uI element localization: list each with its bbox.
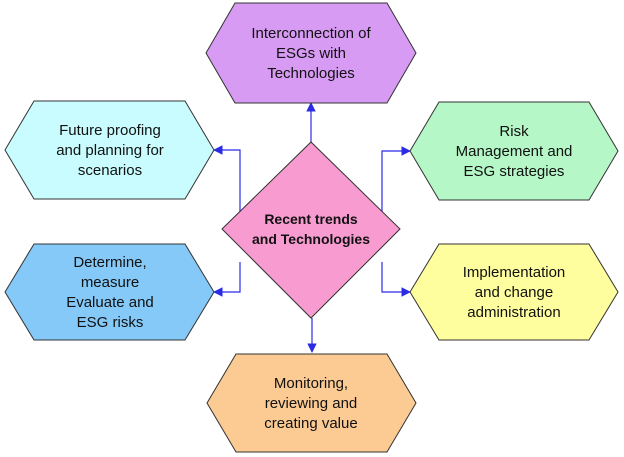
center-node: Recent trends and Technologies <box>221 141 401 319</box>
connector-to-bottom-left <box>213 262 241 297</box>
node-bottom-left-shape <box>4 243 215 341</box>
node-top-shape <box>205 2 417 104</box>
node-bottom-shape <box>206 353 417 453</box>
center-diamond <box>221 141 401 319</box>
node-bottom-right-label-line: administration <box>467 304 560 321</box>
node-top-left-label-line: Future proofing <box>59 122 161 139</box>
node-top-label-line: Technologies <box>267 65 355 82</box>
node-top-left: Future proofing and planning for scenarios <box>4 100 215 200</box>
node-top-left-shape <box>4 100 215 200</box>
center-label-line: and Technologies <box>252 231 370 247</box>
node-bottom-right-shape <box>409 243 619 341</box>
node-bottom-right: Implementation and change administration <box>409 243 619 341</box>
connector-to-top-right <box>381 146 411 212</box>
node-top-left-label: Future proofing and planning for scenarios <box>56 122 164 179</box>
node-bottom: Monitoring, reviewing and creating value <box>206 353 417 453</box>
node-bottom-right-label: Implementation and change administration <box>463 264 566 321</box>
node-top-label-line: Interconnection of <box>251 25 371 42</box>
node-bottom-label-line: reviewing and <box>265 395 358 412</box>
node-top-left-label-line: scenarios <box>78 162 142 179</box>
connector-to-bottom-right <box>381 262 411 297</box>
node-bottom-label-line: creating value <box>264 415 357 432</box>
center-label-line: Recent trends <box>264 211 358 227</box>
connector-to-top-left <box>213 145 241 212</box>
node-top-right-label-line: Management and <box>456 143 573 160</box>
node-bottom-left-label-line: ESG risks <box>77 314 144 331</box>
node-bottom-label: Monitoring, reviewing and creating value <box>264 375 357 432</box>
node-bottom-right-label-line: and change <box>475 284 553 301</box>
node-bottom-left-label-line: measure <box>81 274 139 291</box>
node-top-right-label-line: Risk <box>499 123 529 140</box>
node-top-label-line: ESGs with <box>276 45 346 62</box>
node-top-right-shape <box>409 101 619 201</box>
node-bottom-left-label-line: Evaluate and <box>66 294 154 311</box>
node-bottom-left-label-line: Determine, <box>73 254 146 271</box>
node-top-left-label-line: and planning for <box>56 142 164 159</box>
connectors <box>213 102 411 353</box>
node-bottom-label-line: Monitoring, <box>274 375 348 392</box>
node-bottom-right-label-line: Implementation <box>463 264 566 281</box>
node-top-right-label-line: ESG strategies <box>464 163 565 180</box>
center-label: Recent trends and Technologies <box>252 211 370 247</box>
